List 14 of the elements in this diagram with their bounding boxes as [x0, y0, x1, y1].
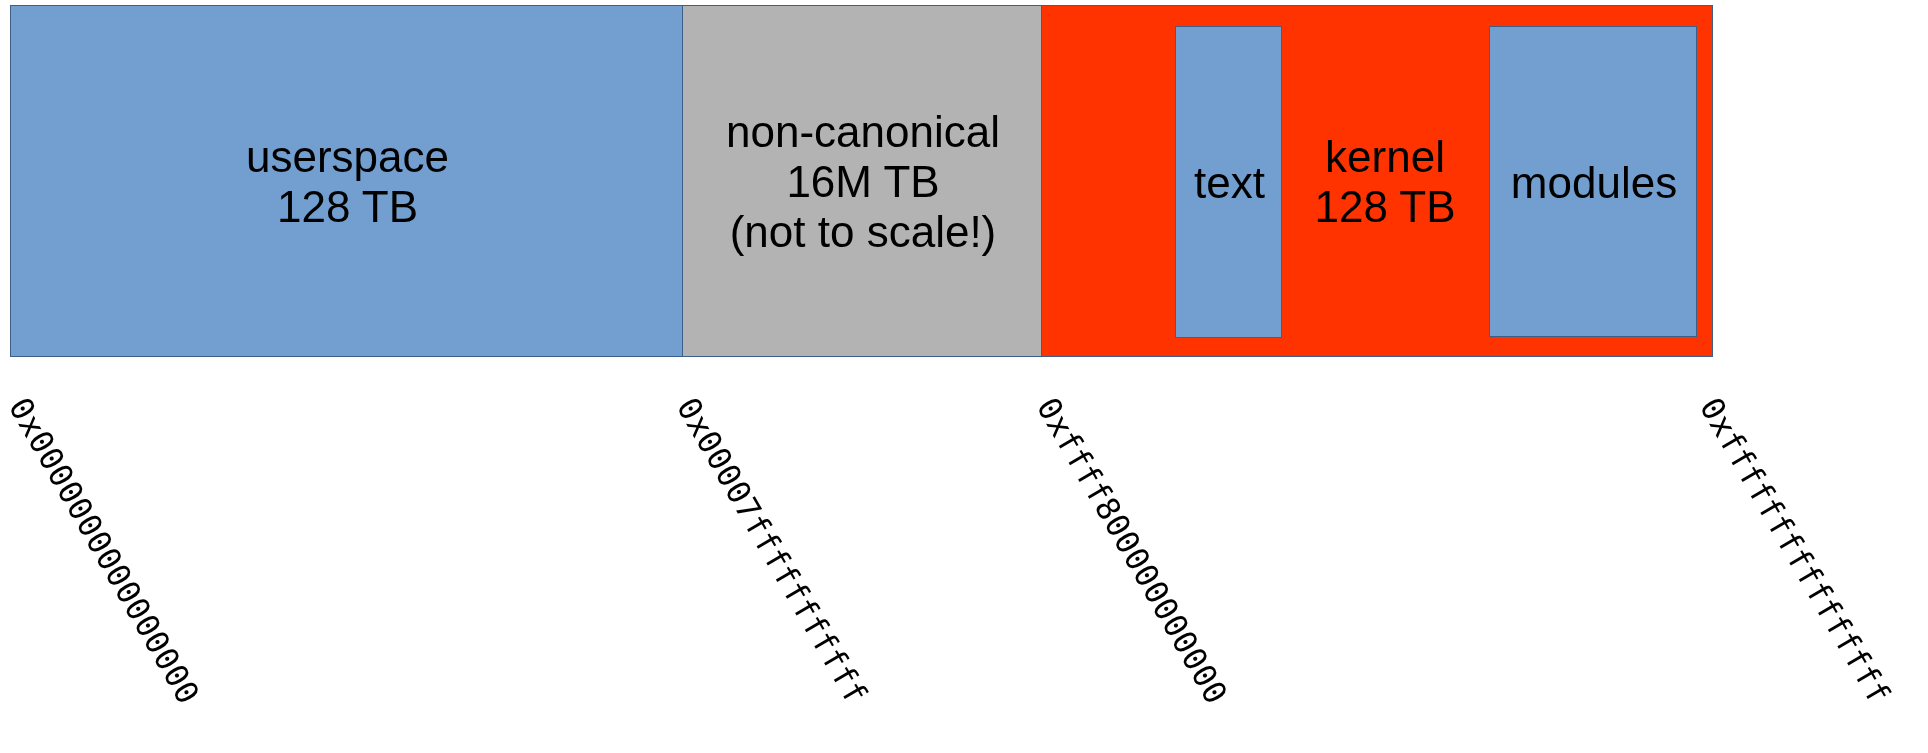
region-name: text	[1194, 158, 1265, 208]
memory-region	[10, 5, 683, 357]
region-name: modules	[1510, 157, 1678, 208]
region-name: kernel	[1325, 132, 1445, 182]
memory-region	[1041, 5, 1713, 357]
region-name: userspace	[246, 132, 449, 182]
memory-subregion	[1175, 26, 1282, 338]
region-text: 128 TB	[1314, 182, 1456, 232]
region-text: 128 TB	[276, 182, 419, 232]
region-name: non-canonical	[726, 107, 1000, 157]
region-text: 16M TB	[786, 157, 940, 207]
region-text: (not to scale!)	[729, 207, 997, 257]
memory-region	[682, 5, 1042, 357]
memory-subregion	[1489, 26, 1697, 337]
